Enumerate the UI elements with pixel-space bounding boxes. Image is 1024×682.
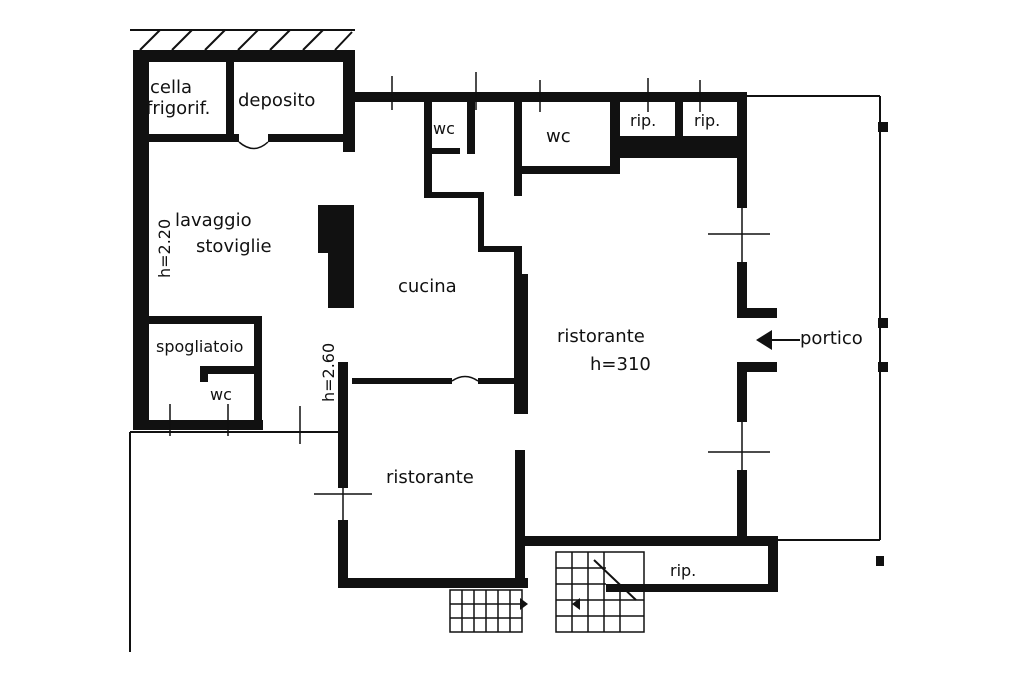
- label-wc-2: wc: [546, 126, 571, 147]
- arrow-left-icon: [756, 330, 772, 350]
- label-ristorante-lower: ristorante: [386, 467, 474, 488]
- label-cucina: cucina: [398, 276, 457, 297]
- label-h-260: h=2.60: [319, 343, 338, 402]
- label-wc-3: wc: [210, 385, 232, 404]
- label-h-310: h=310: [590, 354, 651, 375]
- label-cella: cella: [150, 77, 192, 98]
- label-frigorif: frigorif.: [146, 98, 210, 119]
- stairs-icon: [449, 551, 645, 633]
- label-deposito: deposito: [238, 90, 315, 111]
- thin-lines: [129, 72, 888, 652]
- top-hatching: [130, 29, 355, 51]
- label-rip-1: rip.: [630, 111, 656, 130]
- walls: [133, 50, 778, 592]
- room-labels: cella frigorif. deposito wc wc rip. rip.…: [146, 77, 863, 580]
- label-stoviglie: stoviglie: [196, 236, 272, 257]
- label-h-220: h=2.20: [155, 219, 174, 278]
- label-rip-3: rip.: [670, 561, 696, 580]
- label-rip-2: rip.: [694, 111, 720, 130]
- label-lavaggio: lavaggio: [175, 210, 252, 231]
- label-spogliatoio: spogliatoio: [156, 337, 243, 356]
- label-wc-1: wc: [433, 119, 455, 138]
- label-portico: portico: [800, 328, 863, 349]
- label-ristorante-main: ristorante: [557, 326, 645, 347]
